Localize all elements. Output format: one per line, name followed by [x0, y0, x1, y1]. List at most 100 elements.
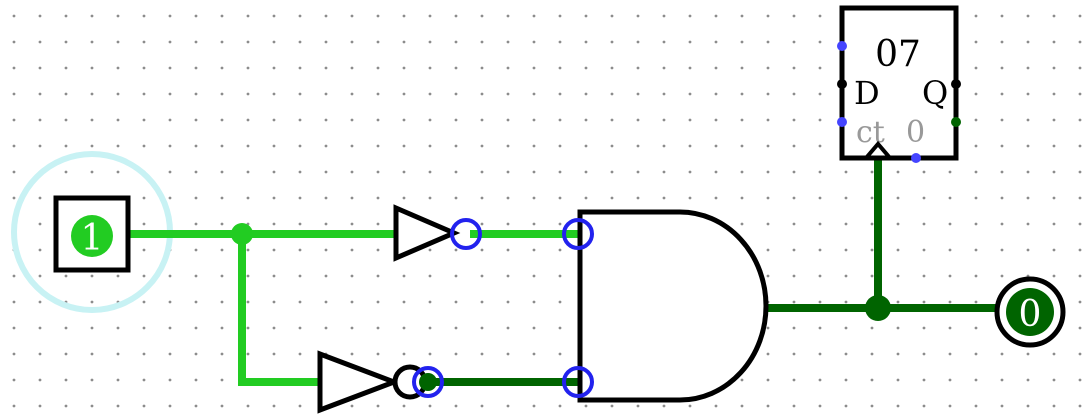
grid-dot	[870, 378, 874, 382]
grid-dot	[714, 170, 718, 174]
grid-dot	[558, 300, 562, 304]
grid-dot	[220, 14, 224, 18]
grid-dot	[90, 14, 94, 18]
grid-dot	[974, 92, 978, 96]
grid-dot	[194, 92, 198, 96]
grid-dot	[558, 222, 562, 226]
grid-dot	[688, 144, 692, 148]
grid-dot	[1052, 144, 1056, 148]
register-q-output-dot[interactable]	[951, 79, 961, 89]
grid-dot	[714, 404, 718, 408]
and-gate-input-port-2[interactable]	[562, 366, 594, 398]
grid-dot	[740, 144, 744, 148]
register-port-dot-bottom-left[interactable]	[837, 117, 847, 127]
grid-dot	[480, 14, 484, 18]
grid-dot	[506, 352, 510, 356]
grid-dot	[558, 66, 562, 70]
grid-dot	[688, 196, 692, 200]
grid-dot	[558, 274, 562, 278]
grid-dot	[272, 352, 276, 356]
grid-dot	[1026, 352, 1030, 356]
grid-dot	[428, 14, 432, 18]
grid-dot	[922, 274, 926, 278]
grid-dot	[558, 248, 562, 252]
not-gate-1-output-port[interactable]	[450, 218, 482, 250]
grid-dot	[64, 144, 68, 148]
grid-dot	[246, 248, 250, 252]
grid-dot	[168, 14, 172, 18]
grid-dot	[714, 14, 718, 18]
grid-dot	[896, 352, 900, 356]
grid-dot	[298, 14, 302, 18]
grid-dot	[1026, 66, 1030, 70]
grid-dot	[298, 92, 302, 96]
grid-dot	[818, 144, 822, 148]
grid-dot	[766, 352, 770, 356]
grid-dot	[870, 404, 874, 408]
grid-dot	[870, 248, 874, 252]
register-port-dot-top-left[interactable]	[837, 41, 847, 51]
grid-dot	[298, 326, 302, 330]
grid-dot	[454, 40, 458, 44]
grid-dot	[12, 326, 16, 330]
grid-dot	[662, 144, 666, 148]
register[interactable]: 07 D Q ct 0	[837, 5, 961, 163]
grid-dot	[792, 404, 796, 408]
grid-dot	[610, 40, 614, 44]
grid-dot	[142, 66, 146, 70]
grid-dot	[922, 248, 926, 252]
grid-dot	[90, 300, 94, 304]
not-gate-2[interactable]	[317, 350, 444, 414]
grid-dot	[454, 14, 458, 18]
register-port-dot-bottom[interactable]	[911, 153, 921, 163]
grid-dot	[220, 222, 224, 226]
grid-dot	[532, 118, 536, 122]
register-port-dot-bottom-right[interactable]	[951, 117, 961, 127]
grid-dot	[662, 14, 666, 18]
grid-dot	[454, 352, 458, 356]
grid-dot	[402, 118, 406, 122]
wire-junction-to-not2[interactable]	[238, 234, 322, 386]
grid-dot	[714, 196, 718, 200]
grid-dot	[584, 144, 588, 148]
grid-dot	[12, 144, 16, 148]
not-gate-1[interactable]	[393, 204, 482, 262]
grid-dot	[558, 404, 562, 408]
grid-dot	[454, 66, 458, 70]
grid-dot	[194, 248, 198, 252]
output-pin[interactable]: 0	[994, 276, 1066, 348]
grid-dot	[220, 170, 224, 174]
grid-dot	[636, 170, 640, 174]
grid-dot	[168, 378, 172, 382]
grid-dot	[12, 170, 16, 174]
grid-dot	[480, 196, 484, 200]
grid-dot	[610, 118, 614, 122]
grid-dot	[1078, 92, 1082, 96]
grid-dot	[402, 352, 406, 356]
grid-dot	[12, 404, 16, 408]
grid-dot	[766, 326, 770, 330]
grid-dot	[350, 248, 354, 252]
grid-dot	[246, 404, 250, 408]
grid-dot	[38, 14, 42, 18]
grid-dot	[168, 300, 172, 304]
grid-dot	[688, 170, 692, 174]
register-d-input-dot[interactable]	[837, 79, 847, 89]
grid-dot	[168, 352, 172, 356]
grid-dot	[220, 326, 224, 330]
grid-dot	[506, 222, 510, 226]
grid-dot	[272, 92, 276, 96]
grid-dot	[376, 352, 380, 356]
grid-dot	[558, 352, 562, 356]
and-gate-input-port-1[interactable]	[562, 218, 594, 250]
grid-dot	[38, 222, 42, 226]
grid-dot	[636, 66, 640, 70]
grid-dot	[1000, 248, 1004, 252]
grid-dot	[142, 40, 146, 44]
input-pin[interactable]: 1	[53, 195, 131, 273]
grid-dot	[376, 118, 380, 122]
not-gate-2-output-port[interactable]	[412, 366, 444, 398]
and-gate[interactable]	[562, 209, 769, 403]
grid-dot	[532, 352, 536, 356]
